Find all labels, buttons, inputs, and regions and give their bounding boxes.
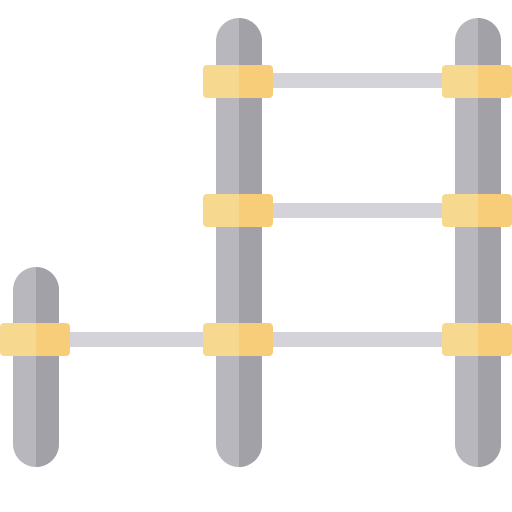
- clamp-dark: [478, 65, 486, 98]
- clamp-dark: [478, 323, 486, 356]
- clamp-dark: [239, 65, 247, 98]
- clamp-light: [0, 323, 40, 356]
- bar-bottom-right: [262, 332, 452, 347]
- bar-middle: [262, 203, 452, 218]
- clamp-dark: [239, 194, 273, 227]
- clamp-middle-mid: [203, 194, 273, 227]
- clamp-dark: [478, 65, 512, 98]
- clamp-light: [442, 194, 482, 227]
- pole-left: [13, 267, 59, 467]
- clamps: [0, 65, 512, 356]
- clamp-light: [442, 65, 482, 98]
- clamp-light: [203, 65, 243, 98]
- clamp-right-bottom: [442, 323, 512, 356]
- pole-dark: [36, 267, 59, 467]
- clamp-left-bottom: [0, 323, 70, 356]
- bar-top: [262, 73, 452, 88]
- clamp-dark: [239, 323, 247, 356]
- clamp-dark: [239, 65, 273, 98]
- clamp-right-top: [442, 65, 512, 98]
- clamp-dark: [239, 194, 247, 227]
- clamp-middle-bottom: [203, 323, 273, 356]
- clamp-light: [203, 194, 243, 227]
- clamp-dark: [36, 323, 70, 356]
- clamp-dark: [478, 323, 512, 356]
- clamp-dark: [239, 323, 273, 356]
- clamp-dark: [478, 194, 512, 227]
- clamp-dark: [36, 323, 44, 356]
- horizontal-bars: [60, 73, 452, 347]
- clamp-light: [203, 323, 243, 356]
- clamp-light: [442, 323, 482, 356]
- bar-bottom-left: [60, 332, 218, 347]
- clamp-right-mid: [442, 194, 512, 227]
- clamp-middle-top: [203, 65, 273, 98]
- clamp-dark: [478, 194, 486, 227]
